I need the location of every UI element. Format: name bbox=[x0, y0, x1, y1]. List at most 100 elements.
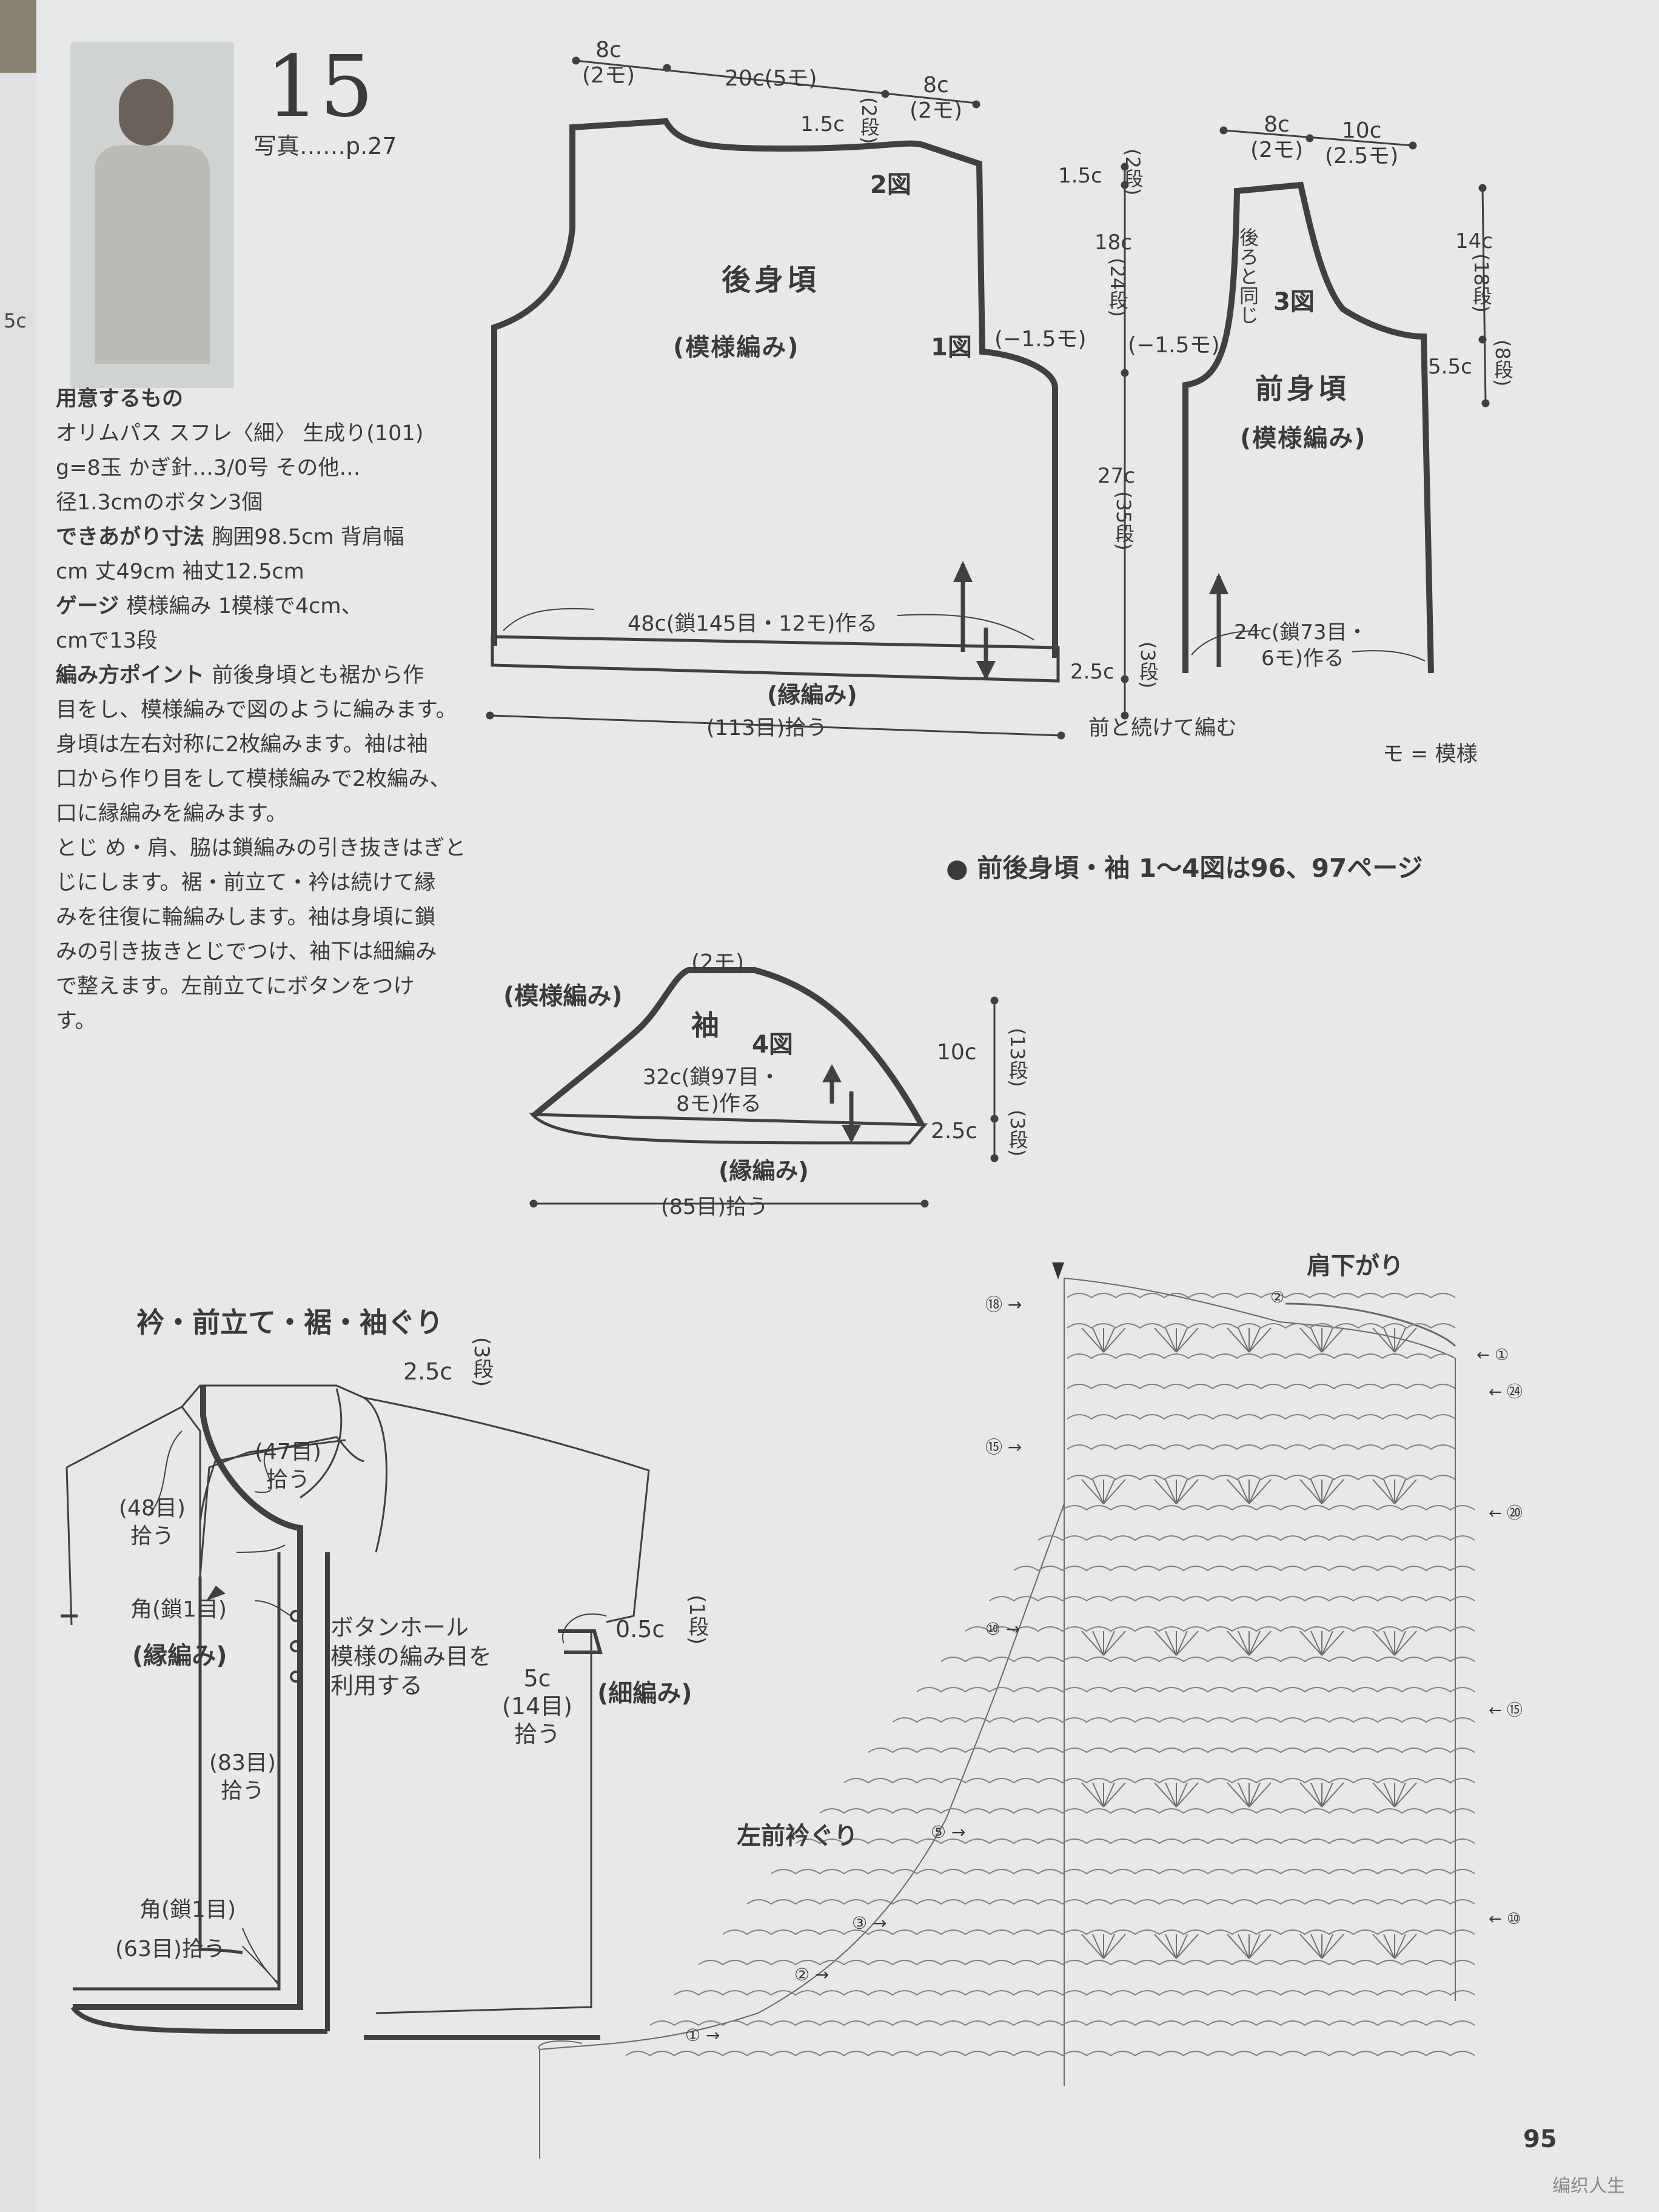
instructions: 用意するもの オリムパス スフレ〈細〉 生成り(101) g=8玉 かぎ針…3/0… bbox=[56, 382, 466, 1039]
chart-row bbox=[649, 2020, 1475, 2026]
photo-reference: 写真……p.27 bbox=[253, 133, 397, 159]
chart-stitch bbox=[1248, 1631, 1272, 1656]
chart-stitch bbox=[1248, 1327, 1261, 1353]
chart-stitch bbox=[1383, 1479, 1395, 1504]
sleeve-diagram bbox=[529, 967, 928, 1145]
chart-stitch bbox=[1165, 1631, 1177, 1656]
chart-stitch bbox=[1383, 1631, 1395, 1656]
chart-row bbox=[1067, 1323, 1456, 1329]
chart-stitch bbox=[1176, 1479, 1188, 1504]
front-body-diagram bbox=[1182, 181, 1434, 674]
buttonhole-note: ボタンホール模様の編み目を利用する bbox=[330, 1614, 492, 1699]
chart-stitch bbox=[1383, 1934, 1395, 1959]
instruction-text: g=8玉 かぎ針…3/0号 その他… bbox=[56, 456, 361, 480]
chart-stitch bbox=[1081, 1327, 1104, 1353]
instruction-text: 目をし、模様編みで図のように編みます。 bbox=[56, 698, 457, 722]
chart-row bbox=[868, 1748, 1475, 1754]
sleeve-side-rows: (13段) bbox=[1006, 1028, 1029, 1087]
page-reference: ● 前後身頃・袖 1〜4図は96、97ページ bbox=[946, 853, 1423, 883]
chart-row bbox=[819, 1808, 1475, 1814]
chart-stitch bbox=[1321, 1782, 1344, 1808]
chart-row-marker: ← ㉔ bbox=[1489, 1383, 1523, 1401]
chart-stitch bbox=[1103, 1782, 1115, 1808]
instruction-line: 口から作り目をして模様編みで2枚編み、 bbox=[56, 762, 451, 797]
sleeve-side-rows: (3段) bbox=[1006, 1110, 1029, 1157]
chart-stitch bbox=[1154, 1479, 1177, 1504]
chart-stitch bbox=[1310, 1631, 1322, 1656]
front-dim-8c: 8c(2モ) bbox=[1250, 112, 1303, 163]
chart-stitch bbox=[1248, 1327, 1272, 1353]
fig2-label: 2図 bbox=[870, 171, 911, 199]
chart-row bbox=[771, 1869, 1475, 1875]
chart-stitch bbox=[1394, 1479, 1417, 1504]
back-cast-on: 48c(鎖145目・12モ)作る bbox=[628, 612, 878, 636]
chart-stitch bbox=[1394, 1631, 1417, 1656]
chart-stitch bbox=[1154, 1782, 1177, 1808]
chart-rows bbox=[625, 1293, 1475, 2057]
front-neck-pickup: (48目)拾う bbox=[119, 1496, 186, 1549]
chart-stitch bbox=[1081, 1782, 1104, 1808]
instruction-text: 模様編み 1模様で4cm、 bbox=[126, 594, 363, 618]
instruction-line: す。 bbox=[56, 1004, 432, 1039]
chart-stitch bbox=[1372, 1327, 1395, 1353]
back-body-diagram bbox=[491, 118, 1060, 683]
back-dim-20c: 20c(5モ) bbox=[725, 66, 817, 91]
back-stitch: (模様編み) bbox=[673, 333, 800, 361]
instruction-text: オリムパス スフレ〈細〉 生成り(101) bbox=[56, 421, 424, 446]
chart-stitch bbox=[1299, 1631, 1322, 1656]
chart-stitch bbox=[1176, 1631, 1188, 1656]
chart-row bbox=[1062, 1505, 1475, 1511]
chart-stitch bbox=[1176, 1782, 1199, 1808]
chart-row-marker: ② → bbox=[794, 1965, 830, 1985]
instruction-text: じにします。裾・前立て・衿は続けて縁 bbox=[56, 871, 436, 895]
front-cast-on-1: 24c(鎖73目・ bbox=[1234, 620, 1368, 645]
front-side-dim: 14c bbox=[1455, 229, 1493, 253]
chart-stitch bbox=[1103, 1327, 1115, 1353]
collar-title: 衿・前立て・裾・袖ぐり bbox=[136, 1306, 443, 1339]
left-neckline-label: 左前衿ぐり bbox=[737, 1822, 858, 1850]
chart-row bbox=[698, 1960, 1475, 1966]
front-side-dim: 5.5c bbox=[1428, 355, 1472, 379]
back-dim-8c-right: 8c(2モ) bbox=[910, 73, 962, 123]
chart-stitch bbox=[1238, 1934, 1250, 1959]
chart-stitch bbox=[1299, 1934, 1322, 1959]
same-as-back-note: 後ろと同じ bbox=[1236, 227, 1259, 324]
chart-start-marker bbox=[1052, 1262, 1064, 1279]
chart-row-marker: ← ⑳ bbox=[1489, 1504, 1523, 1523]
back-side-dim: 18c bbox=[1094, 230, 1132, 255]
chart-row-marker: ← ⑮ bbox=[1489, 1701, 1523, 1720]
front-body-title: 前身頃 bbox=[1255, 372, 1350, 405]
chart-stitch bbox=[1372, 1631, 1395, 1656]
instruction-text: 径1.3cmのボタン3個 bbox=[56, 491, 263, 515]
chart-row bbox=[1067, 1384, 1456, 1390]
chart-stitch bbox=[1383, 1327, 1395, 1353]
chart-stitch bbox=[1310, 1327, 1322, 1353]
shoulder-slope-label: 肩下がり bbox=[1307, 1252, 1404, 1280]
chart-row bbox=[722, 1929, 1475, 1936]
chart-stitch bbox=[1394, 1934, 1417, 1959]
instruction-text: cmで13段 bbox=[56, 629, 158, 653]
front-side-rows: (18段) bbox=[1470, 253, 1493, 313]
front-pickup: (83目)拾う bbox=[209, 1751, 276, 1803]
instruction-line: 用意するもの bbox=[56, 382, 432, 417]
chart-stitch bbox=[1394, 1631, 1406, 1656]
chart-stitch bbox=[1154, 1327, 1177, 1353]
instruction-text: みを往復に輪編みします。袖は身頃に鎖 bbox=[56, 905, 436, 930]
chart-stitch bbox=[1372, 1782, 1395, 1808]
chart-stitch bbox=[1248, 1782, 1261, 1808]
chart-row bbox=[1067, 1444, 1456, 1450]
back-neck-rows: (2段) bbox=[857, 97, 880, 144]
chart-stitch bbox=[1103, 1479, 1115, 1504]
instruction-label: できあがり寸法 bbox=[56, 525, 212, 549]
fig3-label: 3図 bbox=[1273, 288, 1315, 316]
chart-stitch bbox=[1081, 1479, 1104, 1504]
chart-stitch bbox=[1394, 1327, 1406, 1353]
chart-stitch bbox=[1321, 1934, 1344, 1959]
chart-stitch bbox=[1248, 1934, 1261, 1959]
instruction-text: で整えます。左前立てにボタンをつけ bbox=[56, 974, 415, 999]
chart-stitch bbox=[1248, 1934, 1272, 1959]
chart-stitch bbox=[1383, 1782, 1395, 1808]
sleeve-border: (縁編み) bbox=[719, 1158, 809, 1184]
chart-stitch bbox=[1238, 1631, 1250, 1656]
corner-label-2: 角(鎖1目) bbox=[139, 1897, 236, 1922]
